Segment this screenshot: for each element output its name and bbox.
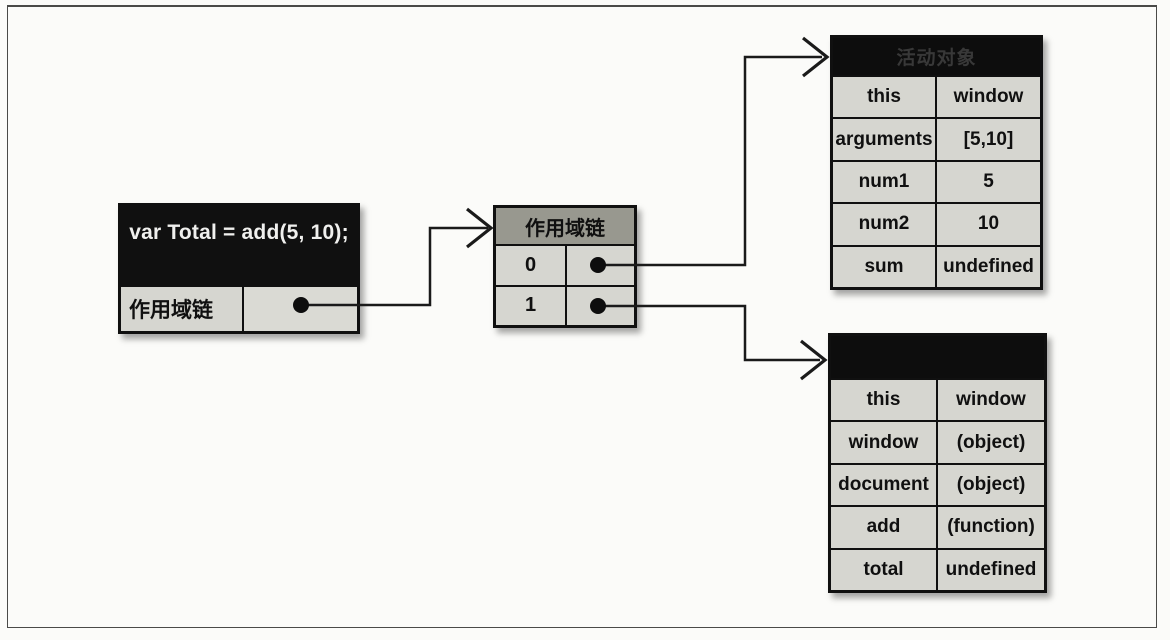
table-row: num1 5 [833, 161, 1040, 203]
value-cell: (function) [938, 507, 1044, 548]
table-row: arguments [5,10] [833, 119, 1040, 160]
scope-index-cell: 1 [496, 286, 565, 325]
key-cell: this [831, 380, 936, 421]
table-row: window (object) [831, 422, 1044, 463]
activation-object-title: 活动对象 [833, 38, 1040, 75]
key-cell: document [831, 464, 936, 506]
table-row: sum undefined [833, 246, 1040, 287]
key-cell: window [831, 422, 936, 463]
value-cell: 5 [937, 161, 1040, 203]
value-cell: [5,10] [937, 119, 1040, 160]
value-cell: undefined [938, 549, 1044, 590]
scope-chain-title: 作用域链 [496, 208, 634, 244]
table-row: total undefined [831, 549, 1044, 590]
table-row: this window [831, 380, 1044, 421]
key-cell: arguments [833, 119, 935, 160]
scope-chain-box: 作用域链 0 1 [493, 205, 637, 328]
scope-chain-row-0: 0 [496, 246, 634, 285]
value-cell: undefined [937, 246, 1040, 287]
value-cell: (object) [938, 464, 1044, 506]
execution-context-title: var Total = add(5, 10); [121, 206, 357, 285]
scope-pointer-cell-0 [567, 246, 634, 285]
execution-context-box: var Total = add(5, 10); 作用域链 [118, 203, 360, 334]
scope-pointer-cell-1 [567, 286, 634, 325]
value-cell: window [937, 77, 1040, 118]
table-row: add (function) [831, 507, 1044, 548]
scope-chain-row-1: 1 [496, 286, 634, 325]
key-cell: sum [833, 246, 935, 287]
activation-object-box: 活动对象 this window arguments [5,10] num1 5… [830, 35, 1043, 290]
figure-frame [7, 5, 1157, 628]
key-cell: this [833, 77, 935, 118]
scope-index-cell: 0 [496, 246, 565, 285]
table-row: document (object) [831, 464, 1044, 506]
key-cell: num1 [833, 161, 935, 203]
value-cell: 10 [937, 204, 1040, 245]
global-object-box: this window window (object) document (ob… [828, 333, 1047, 593]
value-cell: (object) [938, 422, 1044, 463]
table-row: this window [833, 77, 1040, 118]
key-cell: total [831, 549, 936, 590]
key-cell: num2 [833, 204, 935, 245]
table-row: num2 10 [833, 204, 1040, 245]
execution-context-scope-row: 作用域链 [121, 287, 357, 331]
scope-chain-pointer-cell [244, 287, 357, 331]
global-object-title [831, 336, 1044, 378]
value-cell: window [938, 380, 1044, 421]
scope-chain-row-label: 作用域链 [121, 287, 242, 331]
key-cell: add [831, 507, 936, 548]
